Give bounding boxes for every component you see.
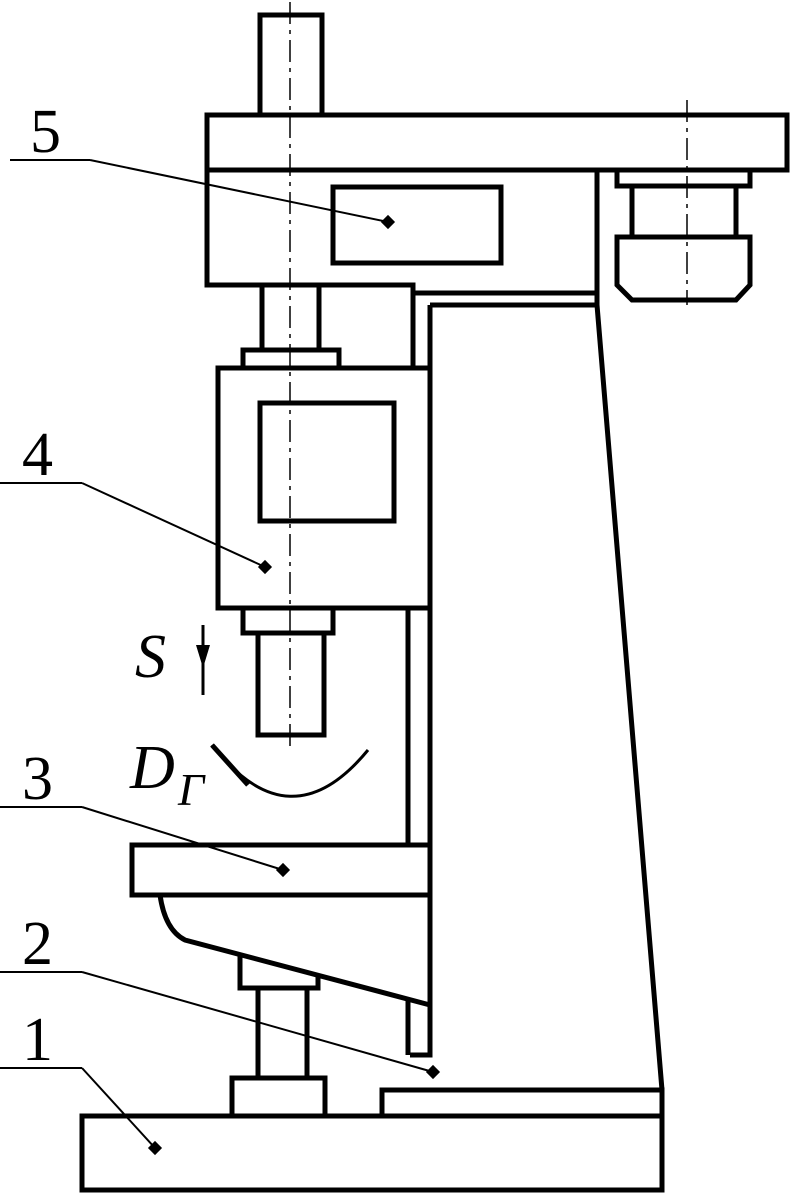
label-5-text: 5	[30, 98, 61, 166]
motor	[614, 167, 753, 303]
rotation-subscript: Г	[177, 764, 206, 815]
label-1-text: 1	[22, 1006, 53, 1074]
label-1: 1	[0, 1006, 163, 1156]
label-3-text: 3	[22, 745, 53, 813]
spindle-shaft-mid	[259, 285, 322, 350]
rotation-symbol: D	[129, 734, 175, 802]
label-5: 5	[10, 98, 396, 230]
base	[79, 1113, 665, 1193]
label-3: 3	[0, 745, 291, 878]
table	[129, 842, 433, 1008]
rotation-arrow	[210, 743, 370, 798]
label-2-text: 2	[22, 910, 53, 978]
top-shaft	[257, 12, 325, 118]
column-foot	[379, 1087, 665, 1119]
label-4-text: 4	[22, 421, 53, 489]
label-4: 4	[0, 421, 273, 575]
label-2: 2	[0, 910, 441, 1080]
table-jack	[229, 955, 328, 1119]
spindle-head	[215, 347, 433, 738]
column	[405, 170, 665, 1091]
gearbox-housing	[204, 112, 790, 296]
feed-arrow	[196, 625, 210, 695]
feed-symbol: S	[135, 623, 166, 691]
gearbox-window	[330, 184, 504, 266]
